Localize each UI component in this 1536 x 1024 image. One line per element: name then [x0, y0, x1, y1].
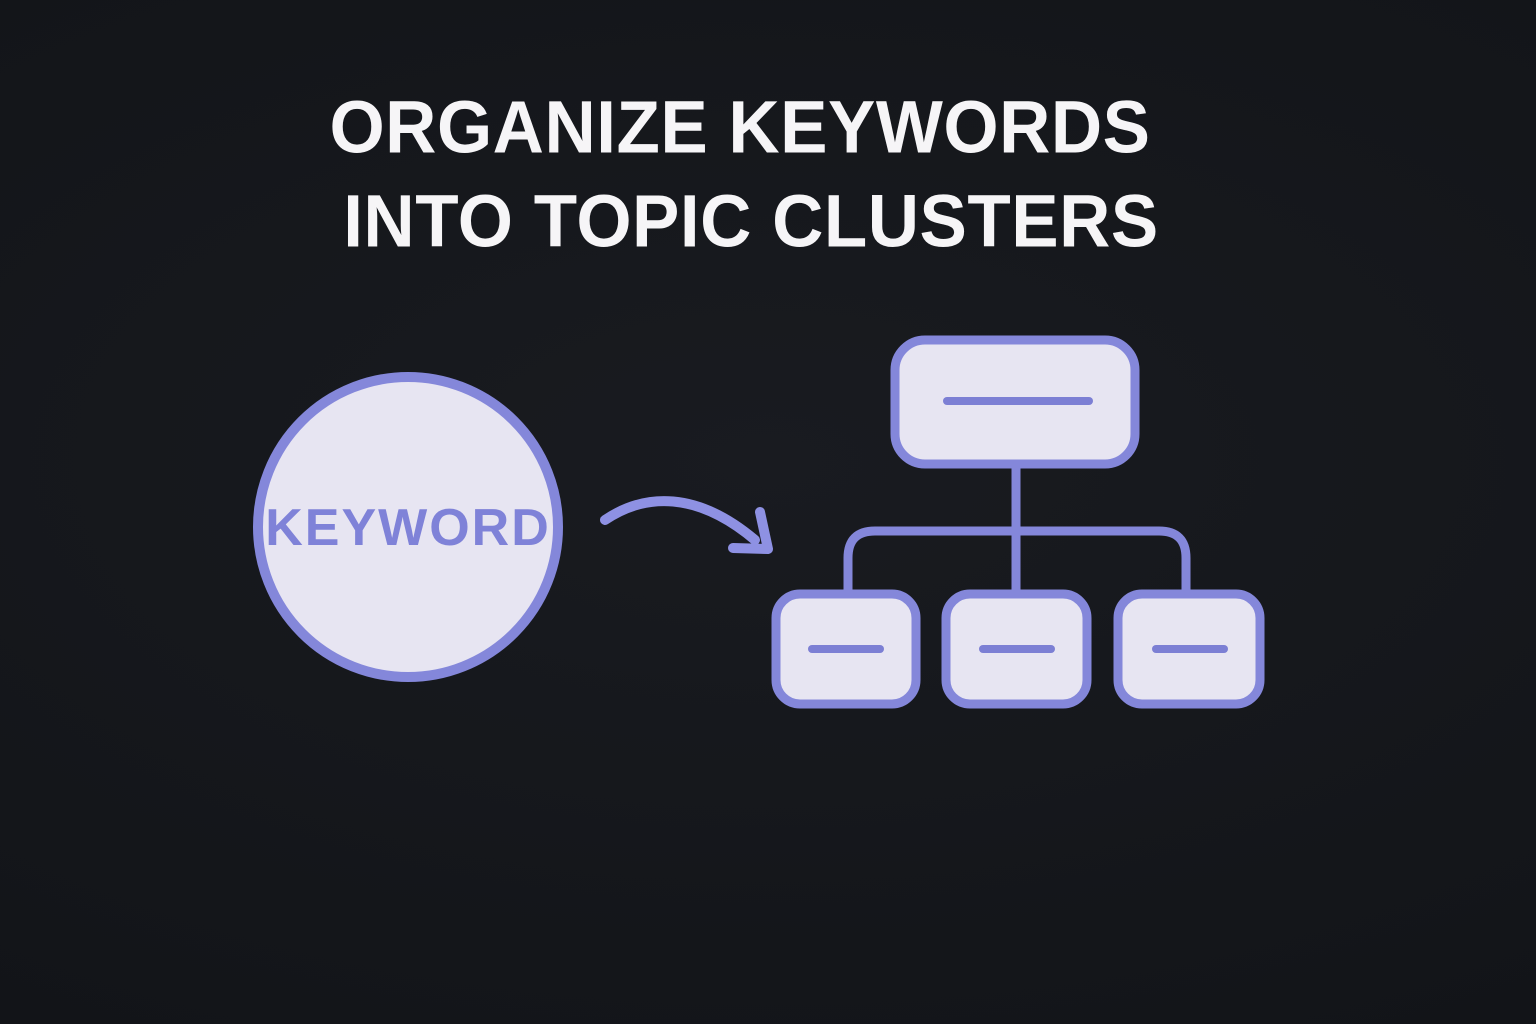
- arrow-icon: [600, 496, 773, 554]
- page-title: ORGANIZE KEYWORDS INTO TOPIC CLUSTERS: [0, 82, 1480, 269]
- arrow-head: [728, 507, 773, 554]
- keyword-node: KEYWORD: [253, 372, 563, 682]
- title-line-2: INTO TOPIC CLUSTERS: [343, 180, 1159, 263]
- title-line-1: ORGANIZE KEYWORDS: [329, 87, 1151, 170]
- child-topic-node-2: [941, 589, 1092, 709]
- connector-branch: [843, 526, 1191, 596]
- arrow-shaft: [600, 496, 760, 545]
- keyword-label: KEYWORD: [265, 499, 551, 557]
- keyword-circle: [253, 372, 563, 682]
- cluster-connectors: [843, 462, 1191, 596]
- child-topic-node-3: [1113, 589, 1265, 709]
- parent-topic-node: [890, 335, 1140, 469]
- child-topic-node-1: [771, 589, 921, 709]
